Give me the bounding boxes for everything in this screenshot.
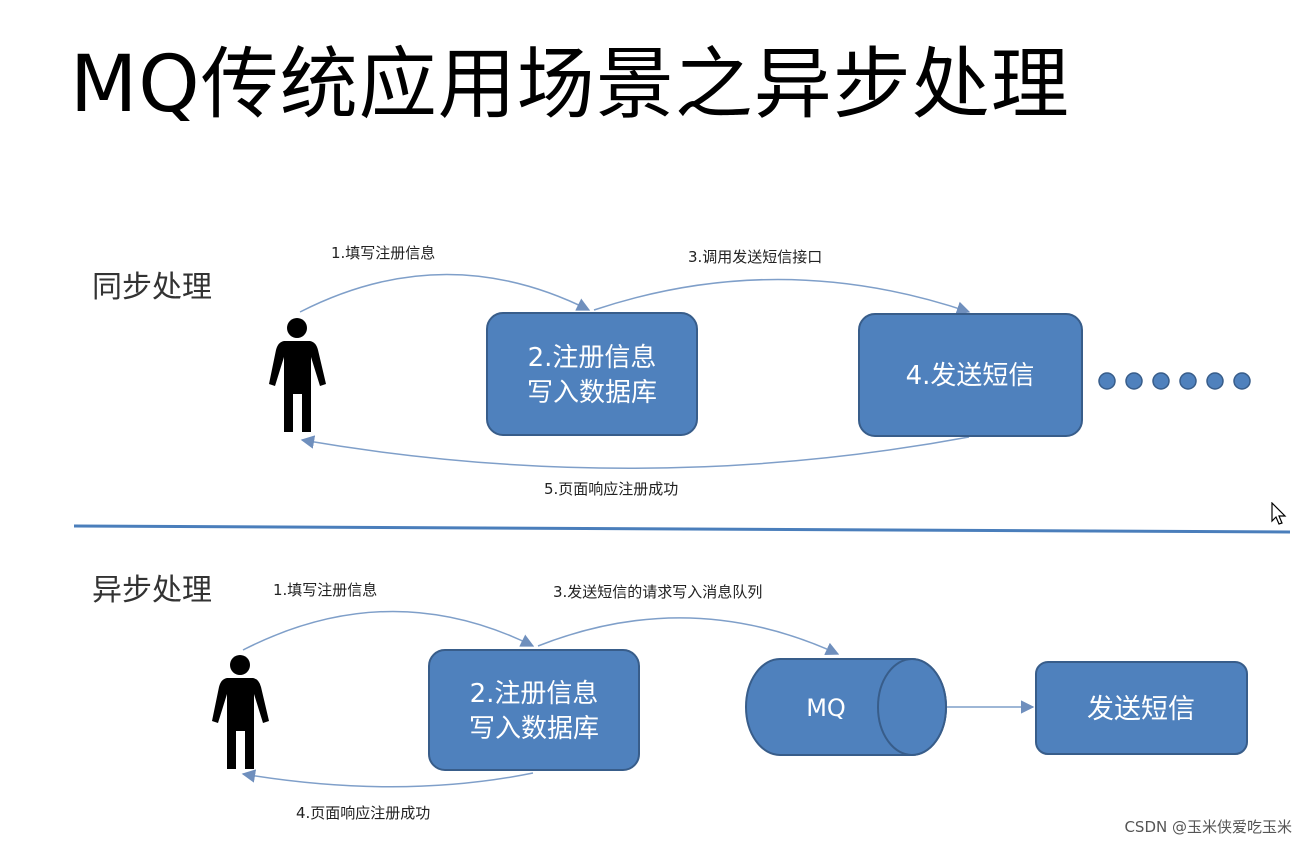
async-section-label: 异步处理 bbox=[92, 573, 212, 608]
register-box-sync bbox=[486, 312, 698, 436]
sync-step3-label: 3.调用发送短信接口 bbox=[688, 248, 823, 266]
register-box-async-line2: 写入数据库 bbox=[469, 714, 599, 744]
register-box-async-line1: 2.注册信息 bbox=[470, 679, 599, 709]
arrow-fill-info-async bbox=[242, 610, 535, 651]
arrow-call-sms-sync bbox=[593, 278, 971, 315]
sms-box-async-label: 发送短信 bbox=[1087, 694, 1195, 725]
sms-box-sync bbox=[858, 313, 1083, 437]
register-box-sync-line2: 写入数据库 bbox=[527, 378, 657, 408]
person-icon bbox=[212, 655, 269, 769]
arrow-response-sync bbox=[300, 435, 970, 469]
async-step4-label: 4.页面响应注册成功 bbox=[296, 804, 431, 822]
section-divider bbox=[73, 524, 1291, 534]
async-step1-label: 1.填写注册信息 bbox=[273, 581, 378, 599]
sync-step1-label: 1.填写注册信息 bbox=[331, 244, 436, 262]
ellipsis-dots bbox=[1098, 372, 1251, 390]
register-box-async bbox=[428, 649, 640, 771]
mq-label: MQ bbox=[806, 694, 846, 722]
sms-box-async bbox=[1035, 661, 1248, 755]
person-icon bbox=[269, 318, 326, 432]
watermark: CSDN @玉米侠爱吃玉米 bbox=[1124, 818, 1292, 836]
mq-cylinder: MQ bbox=[745, 658, 947, 756]
async-step3-label: 3.发送短信的请求写入消息队列 bbox=[553, 583, 763, 601]
sms-box-sync-label: 4.发送短信 bbox=[906, 361, 1035, 391]
arrow-response-async bbox=[241, 769, 534, 788]
arrow-fill-info-sync bbox=[299, 273, 591, 313]
arrow-write-queue-async bbox=[537, 617, 840, 656]
sync-section-label: 同步处理 bbox=[92, 270, 212, 305]
cursor-icon bbox=[1271, 502, 1287, 525]
sync-step5-label: 5.页面响应注册成功 bbox=[544, 480, 679, 498]
register-box-sync-line1: 2.注册信息 bbox=[528, 343, 657, 373]
page-title: MQ传统应用场景之异步处理 bbox=[70, 40, 1070, 130]
